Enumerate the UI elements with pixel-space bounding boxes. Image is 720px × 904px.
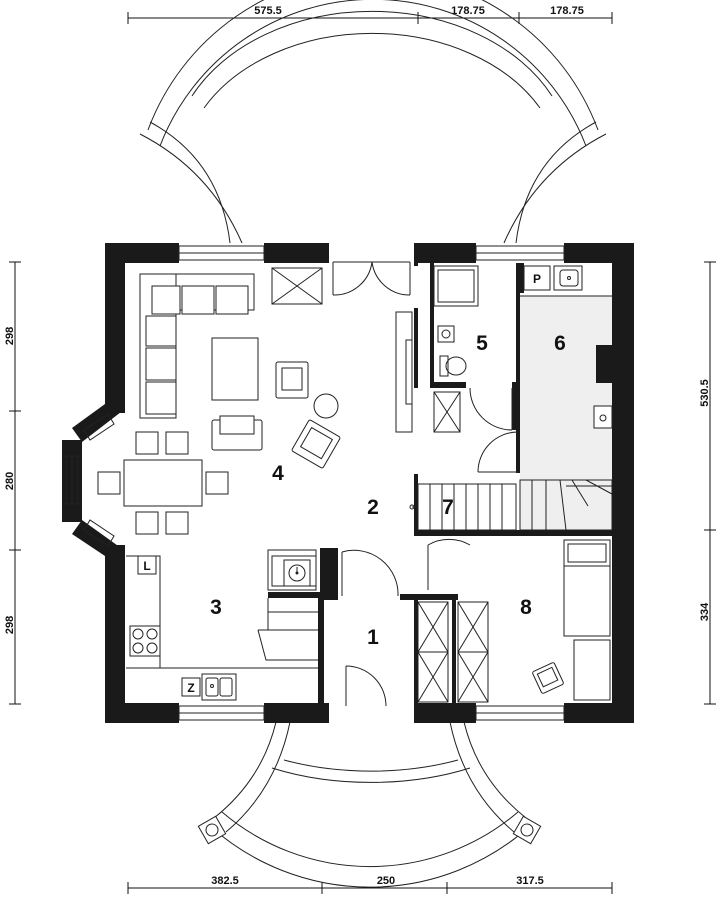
coffee-table <box>211 337 259 401</box>
wardrobe <box>395 311 413 433</box>
exterior-walls <box>62 243 634 723</box>
trellis-post-left <box>197 815 227 845</box>
boiler-p-box <box>523 265 551 291</box>
fireplace <box>271 267 323 305</box>
dim-bottom-3: 317.5 <box>516 875 544 887</box>
room-number: 3 <box>210 596 222 619</box>
dim-left-2: 280 <box>4 472 16 490</box>
kitchen-mark: L <box>143 559 150 573</box>
dim-left-3: 298 <box>4 616 16 634</box>
trellis-post-right <box>512 815 542 845</box>
boiler <box>283 559 311 587</box>
dim-top-1: 575.5 <box>254 5 282 17</box>
utility-sink <box>520 265 612 297</box>
room-number: 8 <box>520 596 532 619</box>
fridge-box <box>137 555 157 575</box>
armchair <box>275 361 309 399</box>
doors <box>332 261 519 707</box>
sofa <box>139 273 255 419</box>
trellis-top <box>139 0 607 244</box>
dim-right-2: 334 <box>699 602 711 621</box>
toilet <box>439 355 467 377</box>
dim-top-2: 178.75 <box>451 5 485 17</box>
dim-right-1: 530.5 <box>699 379 711 407</box>
dim-left-1: 298 <box>4 327 16 345</box>
desk-chair <box>532 662 564 694</box>
dim-top-3: 178.75 <box>550 5 584 17</box>
room-number: 1 <box>367 626 379 649</box>
room-number: 2 <box>367 496 379 519</box>
armchair <box>291 419 341 469</box>
shower <box>433 265 479 307</box>
dimension-lines <box>9 12 716 894</box>
cooktop <box>129 625 161 657</box>
kitchen-sink <box>201 673 237 701</box>
room-number: 5 <box>476 332 488 355</box>
interior-walls <box>268 243 612 706</box>
dim-bottom-2: 250 <box>377 875 395 887</box>
wardrobe <box>457 601 489 703</box>
room-number: 6 <box>554 332 566 355</box>
trellis-bottom <box>209 721 531 888</box>
boiler-room-mark: P <box>533 272 541 286</box>
wardrobe <box>417 601 449 703</box>
armchair <box>211 415 263 451</box>
cabinet <box>433 391 461 433</box>
room-number: 7 <box>442 496 454 519</box>
side-table <box>313 393 339 419</box>
sink-mark: Z <box>187 681 194 695</box>
dim-bottom-1: 382.5 <box>211 875 239 887</box>
desk <box>573 639 611 701</box>
windows <box>65 245 565 721</box>
room-number: 4 <box>272 462 284 485</box>
washbasin <box>437 325 455 343</box>
sink-box <box>181 677 201 697</box>
bed <box>563 539 611 637</box>
staircase <box>409 479 613 531</box>
dining-set <box>97 431 229 535</box>
utility-basin <box>593 405 613 429</box>
